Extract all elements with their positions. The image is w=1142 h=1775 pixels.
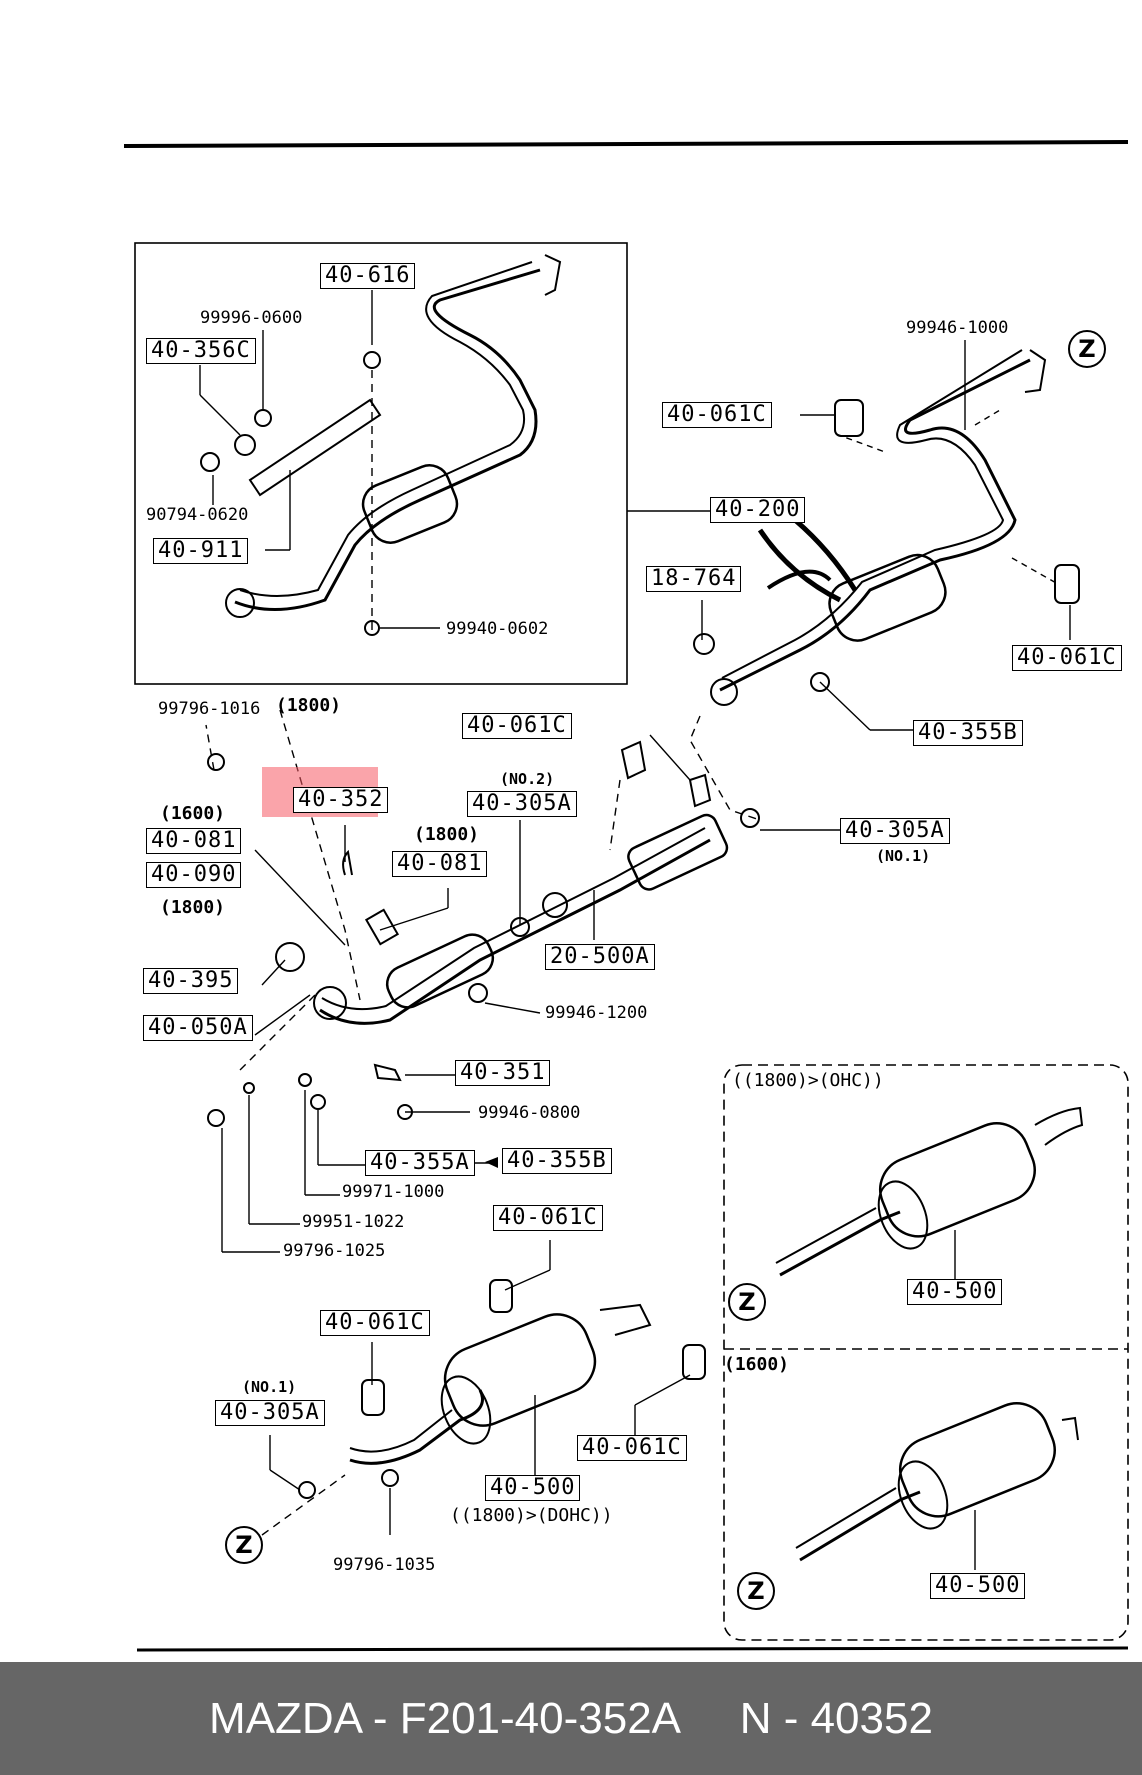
note-1800-dohc: ((1800)>(DOHC)) (450, 1505, 613, 1526)
note-1800-mid: (1800) (414, 824, 480, 845)
part-label-40-500-1600[interactable]: 40-500 (930, 1573, 1026, 1599)
part-number-99796-1016: 99796-1016 (158, 699, 261, 719)
part-label-40-061c-mid[interactable]: 40-061C (462, 713, 572, 739)
part-label-40-061c-top[interactable]: 40-061C (662, 402, 772, 428)
note-1600-left: (1600) (160, 803, 226, 824)
part-label-40-616[interactable]: 40-616 (320, 263, 416, 289)
part-number-99946-1000: 99946-1000 (906, 318, 1009, 338)
part-label-40-061c-lowerright[interactable]: 40-061C (577, 1435, 687, 1461)
part-label-18-764[interactable]: 18-764 (646, 566, 742, 592)
part-label-40-351[interactable]: 40-351 (455, 1060, 551, 1086)
part-label-40-081-1800[interactable]: 40-081 (392, 851, 488, 877)
part-label-40-200[interactable]: 40-200 (710, 497, 806, 523)
part-number-99946-0800: 99946-0800 (478, 1103, 581, 1123)
footer-part-number: MAZDA - F201-40-352A N - 40352 (209, 1694, 933, 1743)
part-label-40-090[interactable]: 40-090 (146, 862, 242, 888)
part-number-99796-1025: 99796-1025 (283, 1241, 386, 1261)
part-label-40-081-1600[interactable]: 40-081 (146, 828, 242, 854)
part-label-40-356c[interactable]: 40-356C (146, 338, 256, 364)
part-label-40-355a[interactable]: 40-355A (365, 1150, 475, 1176)
z-marker-top-right: Z (1068, 330, 1106, 368)
part-label-20-500a[interactable]: 20-500A (545, 944, 655, 970)
part-label-40-355b-bottom[interactable]: 40-355B (502, 1148, 612, 1174)
z-marker-bottom-left: Z (225, 1526, 263, 1564)
part-label-40-061c-right[interactable]: 40-061C (1012, 645, 1122, 671)
part-label-40-395[interactable]: 40-395 (143, 968, 239, 994)
part-number-99971-1000: 99971-1000 (342, 1182, 445, 1202)
note-no1-right: (NO.1) (876, 847, 931, 865)
part-label-40-061c-lower[interactable]: 40-061C (493, 1205, 603, 1231)
note-1800-left: (1800) (160, 897, 226, 918)
part-label-40-500-ohc[interactable]: 40-500 (907, 1279, 1003, 1305)
part-label-40-305a-no1-left[interactable]: 40-305A (215, 1400, 325, 1426)
part-label-40-305a-no1-right[interactable]: 40-305A (840, 818, 950, 844)
part-number-99946-1200: 99946-1200 (545, 1003, 648, 1023)
part-number-99940-0602: 99940-0602 (446, 619, 549, 639)
z-marker-ohc: Z (728, 1283, 766, 1321)
part-label-40-500-dohc[interactable]: 40-500 (485, 1475, 581, 1501)
part-label-40-061c-lowerleft[interactable]: 40-061C (320, 1310, 430, 1336)
part-number-90794-0620: 90794-0620 (146, 505, 249, 525)
note-no1-left: (NO.1) (242, 1378, 297, 1396)
z-marker-1600: Z (737, 1572, 775, 1610)
part-label-40-911[interactable]: 40-911 (153, 538, 249, 564)
part-label-40-355b-top[interactable]: 40-355B (913, 720, 1023, 746)
footer-bar: MAZDA - F201-40-352A N - 40352 (0, 1662, 1142, 1775)
note-1600-box: (1600) (724, 1354, 790, 1375)
note-1800-top: (1800) (276, 695, 342, 716)
part-label-40-305a-no2[interactable]: 40-305A (467, 791, 577, 817)
part-label-40-352[interactable]: 40-352 (293, 787, 389, 813)
note-no2: (NO.2) (500, 770, 555, 788)
note-1800-ohc: ((1800)>(OHC)) (732, 1070, 884, 1091)
part-number-99951-1022: 99951-1022 (302, 1212, 405, 1232)
part-number-99996-0600: 99996-0600 (200, 308, 303, 328)
part-number-99796-1035: 99796-1035 (333, 1555, 436, 1575)
part-label-40-050a[interactable]: 40-050A (143, 1015, 253, 1041)
